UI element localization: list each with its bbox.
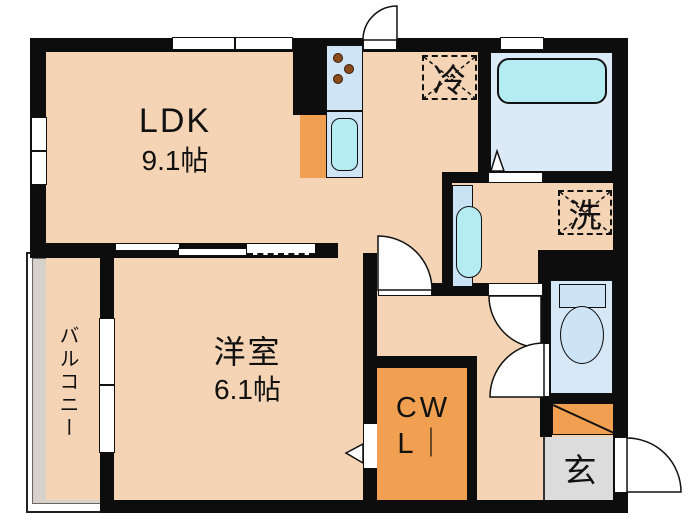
closet-label-line1: CW: [395, 392, 451, 424]
wall-bath-south-right: [543, 172, 613, 183]
door-ldk-hall-leaf: [378, 283, 432, 296]
ldk-name: LDK: [138, 102, 212, 140]
stove-burner-1: [333, 53, 343, 63]
bedroom-size: 6.1帖: [214, 374, 281, 405]
wall-bedroom-east: [363, 253, 377, 513]
window-ldk-top: [172, 37, 293, 50]
window-bath: [500, 37, 544, 50]
wall-washroom-toilet: [538, 250, 615, 280]
door-washroom-opening: [488, 283, 543, 296]
door-service-leaf: [363, 37, 397, 50]
kitchen-unit-divider: [326, 110, 363, 112]
closet-label: CW L｜: [383, 390, 463, 463]
washbasin-bowl: [456, 206, 482, 278]
kitchen-sink: [331, 118, 358, 171]
door-closet-opening: [364, 424, 377, 468]
window-ldk-west-divider: [32, 150, 46, 152]
balcony-label: バルコニー: [56, 325, 78, 440]
sliding-door-panel-2: [178, 248, 247, 256]
refrigerator-label: 冷: [433, 61, 466, 99]
stove-burner-2: [344, 64, 354, 74]
bedroom-name: 洋室: [213, 334, 282, 370]
window-ldk-top-divider: [234, 38, 236, 49]
kitchen-counter: [300, 115, 326, 178]
sliding-door-panel-open: [247, 244, 315, 255]
door-entrance-swing-arc: [626, 437, 682, 493]
closet-label-line2: L｜: [397, 428, 449, 461]
wall-east: [613, 38, 628, 513]
entrance-label: 玄: [563, 452, 597, 489]
bathtub: [497, 58, 607, 104]
closet-floor: [377, 368, 467, 500]
toilet-tank: [559, 284, 606, 308]
wall-hall-north: [430, 283, 490, 296]
wall-toilet-south: [550, 393, 615, 403]
door-entrance-leaf: [614, 437, 628, 493]
washer-space: 洗: [558, 190, 612, 235]
ldk-size: 9.1帖: [141, 144, 209, 176]
toilet-bowl: [560, 306, 604, 364]
stove-burner-3: [333, 74, 343, 84]
bedroom-label: 洋室 6.1帖: [170, 332, 325, 407]
door-bath-threshold: [488, 172, 543, 183]
ldk-label: LDK 9.1帖: [105, 100, 245, 178]
washer-label: 洗: [568, 196, 602, 234]
door-toilet-leaf: [538, 343, 550, 397]
refrigerator-space: 冷: [422, 55, 477, 100]
wall-bath-south-left: [442, 172, 490, 183]
wall-closet-east: [467, 356, 477, 513]
shoe-cabinet: [552, 403, 615, 435]
wall-toilet-west-lower: [540, 395, 552, 437]
sliding-door-panel-1: [115, 243, 180, 251]
genkan-floor: [543, 437, 615, 505]
window-bedroom-divider: [100, 384, 114, 386]
wall-kitchen-stub: [293, 43, 326, 115]
wall-washroom-west: [442, 172, 452, 295]
wall-bath-west: [478, 38, 490, 183]
door-service-swing-arc: [362, 5, 398, 41]
wall-closet-north: [363, 356, 477, 368]
